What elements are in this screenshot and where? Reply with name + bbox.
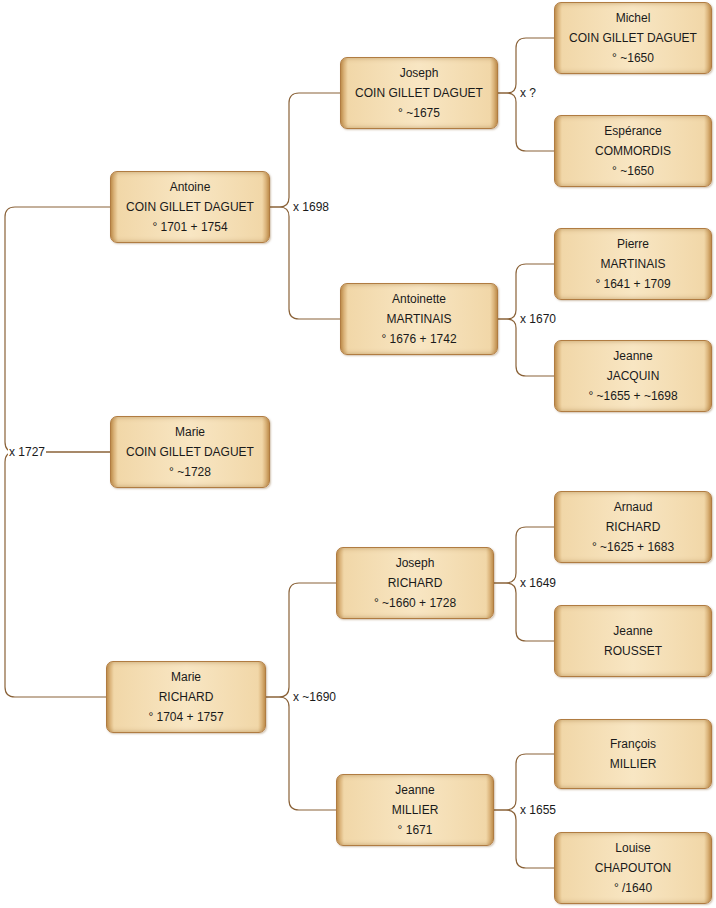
given-name: Pierre (617, 234, 649, 254)
life-dates: ° ~1650 (612, 161, 654, 181)
person-scroll: MarieRICHARD° 1704 + 1757 (106, 661, 266, 733)
person-scroll: JeanneROUSSET (554, 605, 712, 677)
marriage-label: x 1698 (292, 200, 330, 214)
person-scroll: JosephCOIN GILLET DAGUET° ~1675 (340, 57, 498, 129)
marriage-label: x 1727 (8, 445, 46, 459)
given-name: Jeanne (613, 621, 652, 641)
person-scroll: LouiseCHAPOUTON° /1640 (554, 832, 712, 904)
given-name: Marie (171, 667, 201, 687)
surname: MARTINAIS (600, 254, 665, 274)
person-scroll: AntoineCOIN GILLET DAGUET° 1701 + 1754 (110, 171, 270, 243)
given-name: Louise (615, 838, 650, 858)
surname: COIN GILLET DAGUET (126, 197, 254, 217)
parent-link (266, 583, 336, 697)
parent-link (498, 93, 554, 151)
surname: RICHARD (388, 573, 443, 593)
person-scroll: JosephRICHARD° ~1660 + 1728 (336, 547, 494, 619)
life-dates: ° 1671 (398, 820, 433, 840)
given-name: Antoinette (392, 289, 446, 309)
surname: MILLIER (392, 800, 439, 820)
life-dates: ° ~1660 + 1728 (374, 593, 456, 613)
surname: MARTINAIS (386, 309, 451, 329)
person-scroll: FrançoisMILLIER (554, 719, 712, 789)
person-scroll: JeanneJACQUIN° ~1655 + ~1698 (554, 340, 712, 412)
person-scroll: JeanneMILLIER° 1671 (336, 774, 494, 846)
given-name: Antoine (170, 177, 211, 197)
parent-link (498, 38, 554, 93)
parent-link (494, 810, 554, 868)
given-name: Joseph (400, 63, 439, 83)
surname: COMMORDIS (595, 141, 671, 161)
parent-link (494, 754, 554, 810)
person-scroll: AntoinetteMARTINAIS° 1676 + 1742 (340, 283, 498, 355)
life-dates: ° /1640 (614, 878, 652, 898)
person-scroll: PierreMARTINAIS° 1641 + 1709 (554, 228, 712, 300)
marriage-label: x ~1690 (292, 690, 337, 704)
surname: JACQUIN (607, 366, 660, 386)
given-name: Jeanne (613, 346, 652, 366)
parent-link (5, 452, 110, 697)
life-dates: ° 1641 + 1709 (595, 274, 670, 294)
surname: ROUSSET (604, 641, 662, 661)
person-scroll: EspéranceCOMMORDIS° ~1650 (554, 115, 712, 187)
surname: MILLIER (610, 754, 657, 774)
surname: RICHARD (606, 517, 661, 537)
parent-link (494, 583, 554, 641)
surname: COIN GILLET DAGUET (126, 442, 254, 462)
surname: CHAPOUTON (595, 858, 671, 878)
surname: COIN GILLET DAGUET (569, 28, 697, 48)
life-dates: ° ~1728 (169, 462, 211, 482)
given-name: Arnaud (614, 497, 653, 517)
given-name: Joseph (396, 553, 435, 573)
person-scroll: MichelCOIN GILLET DAGUET° ~1650 (554, 2, 712, 74)
parent-link (266, 697, 336, 810)
surname: COIN GILLET DAGUET (355, 83, 483, 103)
parent-link (270, 93, 340, 207)
marriage-label: x 1649 (519, 576, 557, 590)
life-dates: ° ~1650 (612, 48, 654, 68)
marriage-label: x 1670 (519, 312, 557, 326)
parent-link (498, 319, 554, 376)
parent-link (5, 207, 110, 452)
life-dates: ° 1704 + 1757 (148, 707, 223, 727)
life-dates: ° 1701 + 1754 (152, 217, 227, 237)
life-dates: ° ~1655 + ~1698 (588, 386, 677, 406)
life-dates: ° 1676 + 1742 (381, 329, 456, 349)
given-name: Espérance (604, 121, 661, 141)
person-scroll: ArnaudRICHARD° ~1625 + 1683 (554, 491, 712, 563)
life-dates: ° ~1625 + 1683 (592, 537, 674, 557)
marriage-label: x ? (519, 86, 537, 100)
parent-link (498, 264, 554, 319)
marriage-label: x 1655 (519, 803, 557, 817)
parent-link (494, 527, 554, 583)
person-scroll: MarieCOIN GILLET DAGUET° ~1728 (110, 416, 270, 488)
life-dates: ° ~1675 (398, 103, 440, 123)
given-name: François (610, 734, 656, 754)
given-name: Marie (175, 422, 205, 442)
surname: RICHARD (159, 687, 214, 707)
given-name: Michel (616, 8, 651, 28)
given-name: Jeanne (395, 780, 434, 800)
parent-link (270, 207, 340, 319)
